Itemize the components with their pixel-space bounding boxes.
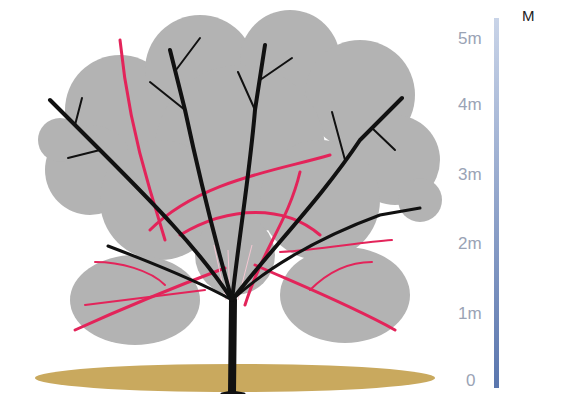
scale-label: 3m <box>458 166 482 183</box>
scale-label: 2m <box>458 235 482 252</box>
pruned-branches <box>75 40 395 330</box>
canopy <box>38 10 442 345</box>
scale-label: 0 <box>466 372 475 389</box>
scale-bar <box>494 18 499 388</box>
main-branches <box>50 38 420 394</box>
unit-label: M <box>522 8 535 23</box>
scale-label: 5m <box>458 30 482 47</box>
scale-label: 1m <box>458 305 482 322</box>
scale-label: 4m <box>458 96 482 113</box>
